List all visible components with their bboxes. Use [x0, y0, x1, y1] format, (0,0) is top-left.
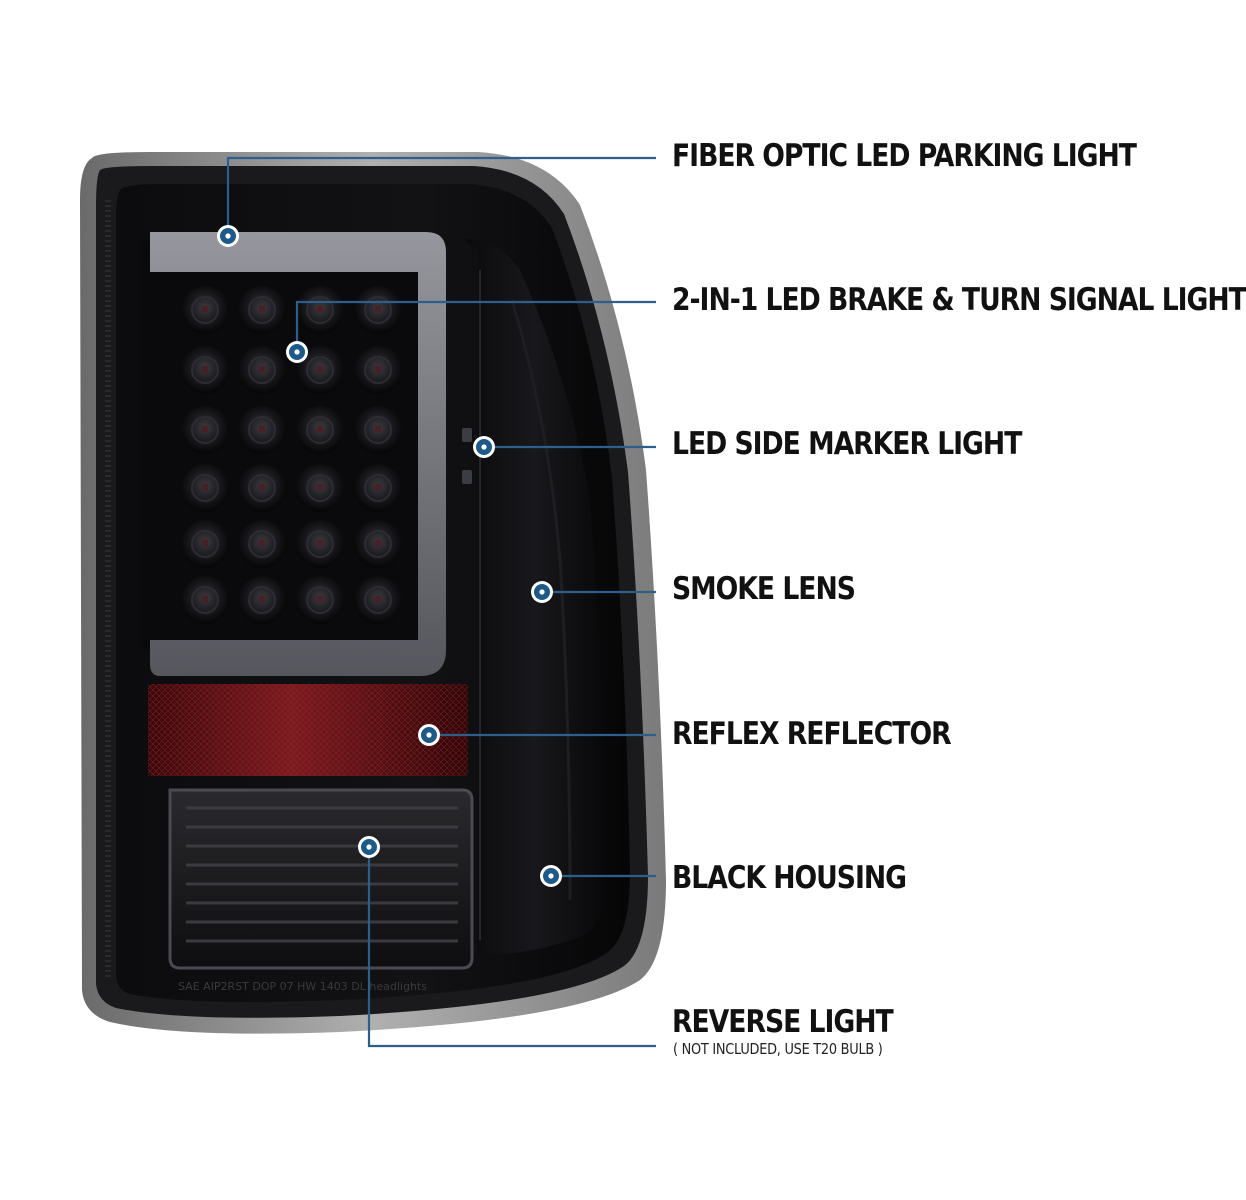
- led-cell: [238, 406, 286, 454]
- reflex-reflector-texture: [148, 684, 468, 776]
- leader-line: [367, 847, 656, 1048]
- led-cell: [181, 286, 229, 334]
- label-smoke-lens: SMOKE LENS: [672, 571, 856, 607]
- leader-line: [226, 156, 656, 236]
- led-grid: [181, 286, 402, 624]
- led-cell: [296, 520, 344, 568]
- led-cell: [296, 286, 344, 334]
- callout-marker-icon: [286, 341, 308, 363]
- led-cell: [181, 576, 229, 624]
- callout-markers: [217, 225, 562, 887]
- led-cell: [296, 406, 344, 454]
- callout-marker-icon: [358, 836, 380, 858]
- led-cell: [238, 464, 286, 512]
- callout-marker-icon: [531, 581, 553, 603]
- led-cell: [354, 576, 402, 624]
- tail-light-illustration: SAE AIP2RST DOP 07 HW 1403 DL headlights: [80, 152, 666, 1048]
- leader-line: [295, 300, 656, 352]
- led-cell: [354, 464, 402, 512]
- led-cell: [354, 286, 402, 334]
- leader-lines: [226, 156, 656, 1048]
- led-cell: [181, 346, 229, 394]
- lens-marking: SAE AIP2RST DOP 07 HW 1403 DL headlights: [178, 980, 427, 993]
- reverse-light-slats: [186, 806, 458, 943]
- led-cell: [354, 346, 402, 394]
- callout-marker-icon: [540, 865, 562, 887]
- label-fiber-optic: FIBER OPTIC LED PARKING LIGHT: [672, 138, 1137, 174]
- led-cell: [296, 346, 344, 394]
- led-cell: [238, 576, 286, 624]
- callout-marker-icon: [418, 724, 440, 746]
- led-cell: [296, 464, 344, 512]
- led-cell: [238, 346, 286, 394]
- label-reverse-light: REVERSE LIGHT: [672, 1004, 894, 1040]
- led-cell: [181, 406, 229, 454]
- smoke-lens-ridge-2: [510, 299, 572, 901]
- led-cell: [354, 406, 402, 454]
- diagram-canvas: SAE AIP2RST DOP 07 HW 1403 DL headlights…: [80, 138, 1246, 1058]
- led-cell: [354, 520, 402, 568]
- label-black-housing: BLACK HOUSING: [672, 860, 907, 896]
- led-cell: [238, 286, 286, 334]
- side-marker-led-1: [462, 428, 472, 442]
- side-marker-led-2: [462, 470, 472, 484]
- led-cell: [181, 520, 229, 568]
- led-cell: [181, 464, 229, 512]
- led-cell: [238, 520, 286, 568]
- label-brake-turn: 2-IN-1 LED BRAKE & TURN SIGNAL LIGHT: [672, 282, 1246, 318]
- led-cell: [296, 576, 344, 624]
- callout-marker-icon: [473, 436, 495, 458]
- label-side-marker: LED SIDE MARKER LIGHT: [672, 426, 1022, 462]
- label-reflex-reflector: REFLEX REFLECTOR: [672, 716, 952, 752]
- callout-marker-icon: [217, 225, 239, 247]
- label-reverse-light-note: ( NOT INCLUDED, USE T20 BULB ): [673, 1040, 883, 1058]
